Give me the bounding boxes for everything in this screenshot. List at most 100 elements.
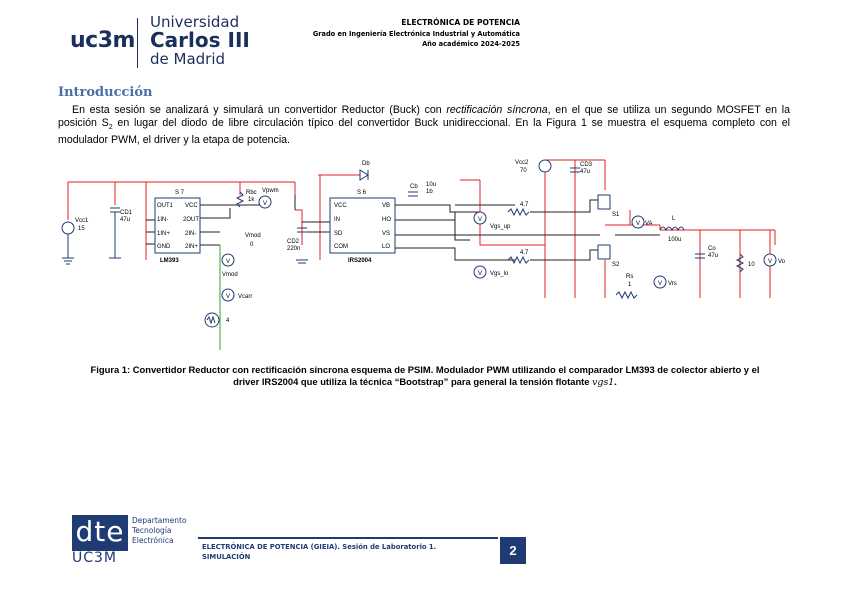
footer-text: ELECTRÓNICA DE POTENCIA (GIEIA). Sesión … bbox=[202, 542, 492, 562]
svg-text:100u: 100u bbox=[668, 237, 681, 243]
svg-text:Vo: Vo bbox=[778, 259, 786, 265]
svg-text:Vrs: Vrs bbox=[668, 281, 677, 287]
vcc1-value: 15 bbox=[78, 226, 85, 232]
svg-text:1IN+: 1IN+ bbox=[157, 231, 170, 237]
intro-italic: rectificación síncrona bbox=[446, 104, 548, 116]
load-resistor: 10 bbox=[735, 253, 755, 273]
svg-text:L: L bbox=[672, 216, 676, 222]
svg-text:V: V bbox=[263, 201, 267, 207]
svg-text:47u: 47u bbox=[580, 169, 590, 175]
vmod-label: Vmod bbox=[222, 272, 238, 278]
svg-text:IRS2004: IRS2004 bbox=[348, 258, 372, 264]
co-capacitor: Co 47u bbox=[695, 246, 718, 259]
logo-divider bbox=[137, 18, 138, 68]
cd1-label: CD1 bbox=[120, 210, 133, 216]
va-meter: V VA bbox=[631, 215, 653, 229]
svg-text:1k: 1k bbox=[248, 197, 255, 203]
dept-line-3: Electrónica bbox=[132, 536, 174, 545]
svg-text:V: V bbox=[768, 259, 772, 265]
svg-text:LO: LO bbox=[382, 244, 390, 250]
svg-text:Vgs_up: Vgs_up bbox=[490, 224, 511, 230]
svg-text:Vgs_lo: Vgs_lo bbox=[490, 271, 509, 277]
svg-text:70: 70 bbox=[520, 168, 527, 174]
university-line-3: de Madrid bbox=[150, 50, 226, 68]
dept-line-2: Tecnología bbox=[132, 526, 172, 535]
caption-text: Figura 1: Convertidor Reductor con recti… bbox=[90, 364, 760, 387]
svg-text:Vmod: Vmod bbox=[245, 233, 261, 239]
section-title: Introducción bbox=[58, 85, 153, 100]
cd1-value: 47u bbox=[120, 217, 130, 223]
svg-text:2OUT: 2OUT bbox=[183, 217, 199, 223]
rs-resistor: Rs 1 V Vrs bbox=[615, 274, 677, 300]
vcarr-label: Vcarr bbox=[238, 294, 252, 300]
svg-text:VS: VS bbox=[382, 231, 390, 237]
svg-text:Rs: Rs bbox=[626, 274, 633, 280]
vmod-source: Vmod 0 V Vmod V Vcarr 4 bbox=[204, 233, 261, 328]
svg-text:4.7: 4.7 bbox=[520, 202, 529, 208]
academic-year: Año académico 2024-2025 bbox=[422, 40, 520, 48]
svg-text:VB: VB bbox=[382, 203, 390, 209]
svg-text:COM: COM bbox=[334, 244, 348, 250]
svg-text:IN: IN bbox=[334, 217, 340, 223]
university-line-1: Universidad bbox=[150, 13, 240, 31]
caption-math: vgs1 bbox=[592, 376, 615, 388]
dte-logo: dte bbox=[72, 515, 128, 551]
svg-text:VCC: VCC bbox=[185, 203, 198, 209]
irs2004-driver: S 6 VCC IN SD COM VB HO VS LO IRS2004 bbox=[329, 190, 396, 264]
figure-caption: Figura 1: Convertidor Reductor con recti… bbox=[80, 364, 770, 388]
svg-text:V: V bbox=[636, 221, 640, 227]
lm393-comparator: S 7 OUT1 1IN- 1IN+ GND VCC 2OUT 2IN- 2IN… bbox=[154, 190, 201, 264]
svg-text:V: V bbox=[226, 259, 230, 265]
svg-text:2IN+: 2IN+ bbox=[185, 244, 198, 250]
rbc-resistor: Rbc 1k V Vpwm bbox=[235, 188, 279, 209]
svg-text:1: 1 bbox=[628, 282, 632, 288]
footer-line-1: ELECTRÓNICA DE POTENCIA (GIEIA). Sesión … bbox=[202, 543, 437, 551]
caption-end: . bbox=[614, 375, 617, 387]
svg-text:V: V bbox=[478, 217, 482, 223]
bootstrap-diode: Db Cb 10u 1b bbox=[359, 161, 436, 197]
svg-text:Db: Db bbox=[362, 161, 370, 167]
svg-text:0: 0 bbox=[250, 242, 254, 248]
svg-text:V: V bbox=[478, 271, 482, 277]
svg-text:S1: S1 bbox=[612, 212, 620, 218]
lm393-label: LM393 bbox=[160, 258, 179, 264]
mosfet-s1: S1 bbox=[597, 194, 620, 218]
dte-uc3m-label: UC3M bbox=[72, 550, 118, 566]
intro-text-2: , en el que se utiliza un segundo MOSFET… bbox=[58, 104, 790, 129]
svg-text:HO: HO bbox=[382, 217, 391, 223]
svg-text:Cb: Cb bbox=[410, 184, 418, 190]
signal-wires bbox=[146, 195, 660, 261]
svg-text:2IN-: 2IN- bbox=[185, 231, 196, 237]
intro-text-1: En esta sesión se analizará y simulará u… bbox=[72, 104, 447, 116]
uc3m-logo: uc3m bbox=[70, 28, 135, 53]
svg-text:CD2: CD2 bbox=[287, 239, 300, 245]
degree-name: Grado en Ingeniería Electrónica Industri… bbox=[312, 29, 520, 38]
intro-text-3: en lugar del diodo de libre circulación … bbox=[58, 116, 790, 147]
vpwm-label: Vpwm bbox=[262, 188, 279, 194]
course-header: ELECTRÓNICA DE POTENCIA Grado en Ingenie… bbox=[270, 18, 520, 50]
svg-text:47u: 47u bbox=[708, 253, 718, 259]
footer-divider bbox=[198, 537, 498, 539]
svg-text:Rbc: Rbc bbox=[246, 190, 257, 196]
vcc1-label: Vcc1 bbox=[75, 218, 89, 224]
svg-text:VA: VA bbox=[645, 221, 653, 227]
page-number: 2 bbox=[500, 537, 526, 564]
svg-text:Co: Co bbox=[708, 246, 716, 252]
svg-text:220n: 220n bbox=[287, 246, 300, 252]
inductor-l: L 100u bbox=[659, 216, 685, 243]
dept-line-1: Departamento bbox=[132, 516, 187, 525]
gate-stage: 4.7 V Vgs_up 4.7 V Vgs_lo bbox=[473, 202, 530, 279]
svg-text:OUT1: OUT1 bbox=[157, 203, 174, 209]
svg-text:4.7: 4.7 bbox=[520, 250, 529, 256]
vcc2-source: Vcc2 70 CD3 47u bbox=[515, 159, 593, 175]
svg-text:SD: SD bbox=[334, 231, 343, 237]
svg-text:VCC: VCC bbox=[334, 203, 347, 209]
intro-paragraph: En esta sesión se analizará y simulará u… bbox=[58, 104, 790, 147]
intro-subscript: 2 bbox=[108, 123, 113, 131]
svg-text:10: 10 bbox=[748, 262, 755, 268]
svg-text:1b: 1b bbox=[426, 189, 433, 195]
svg-text:10u: 10u bbox=[426, 182, 436, 188]
carrier-value: 4 bbox=[226, 318, 230, 324]
svg-text:GND: GND bbox=[157, 244, 171, 250]
